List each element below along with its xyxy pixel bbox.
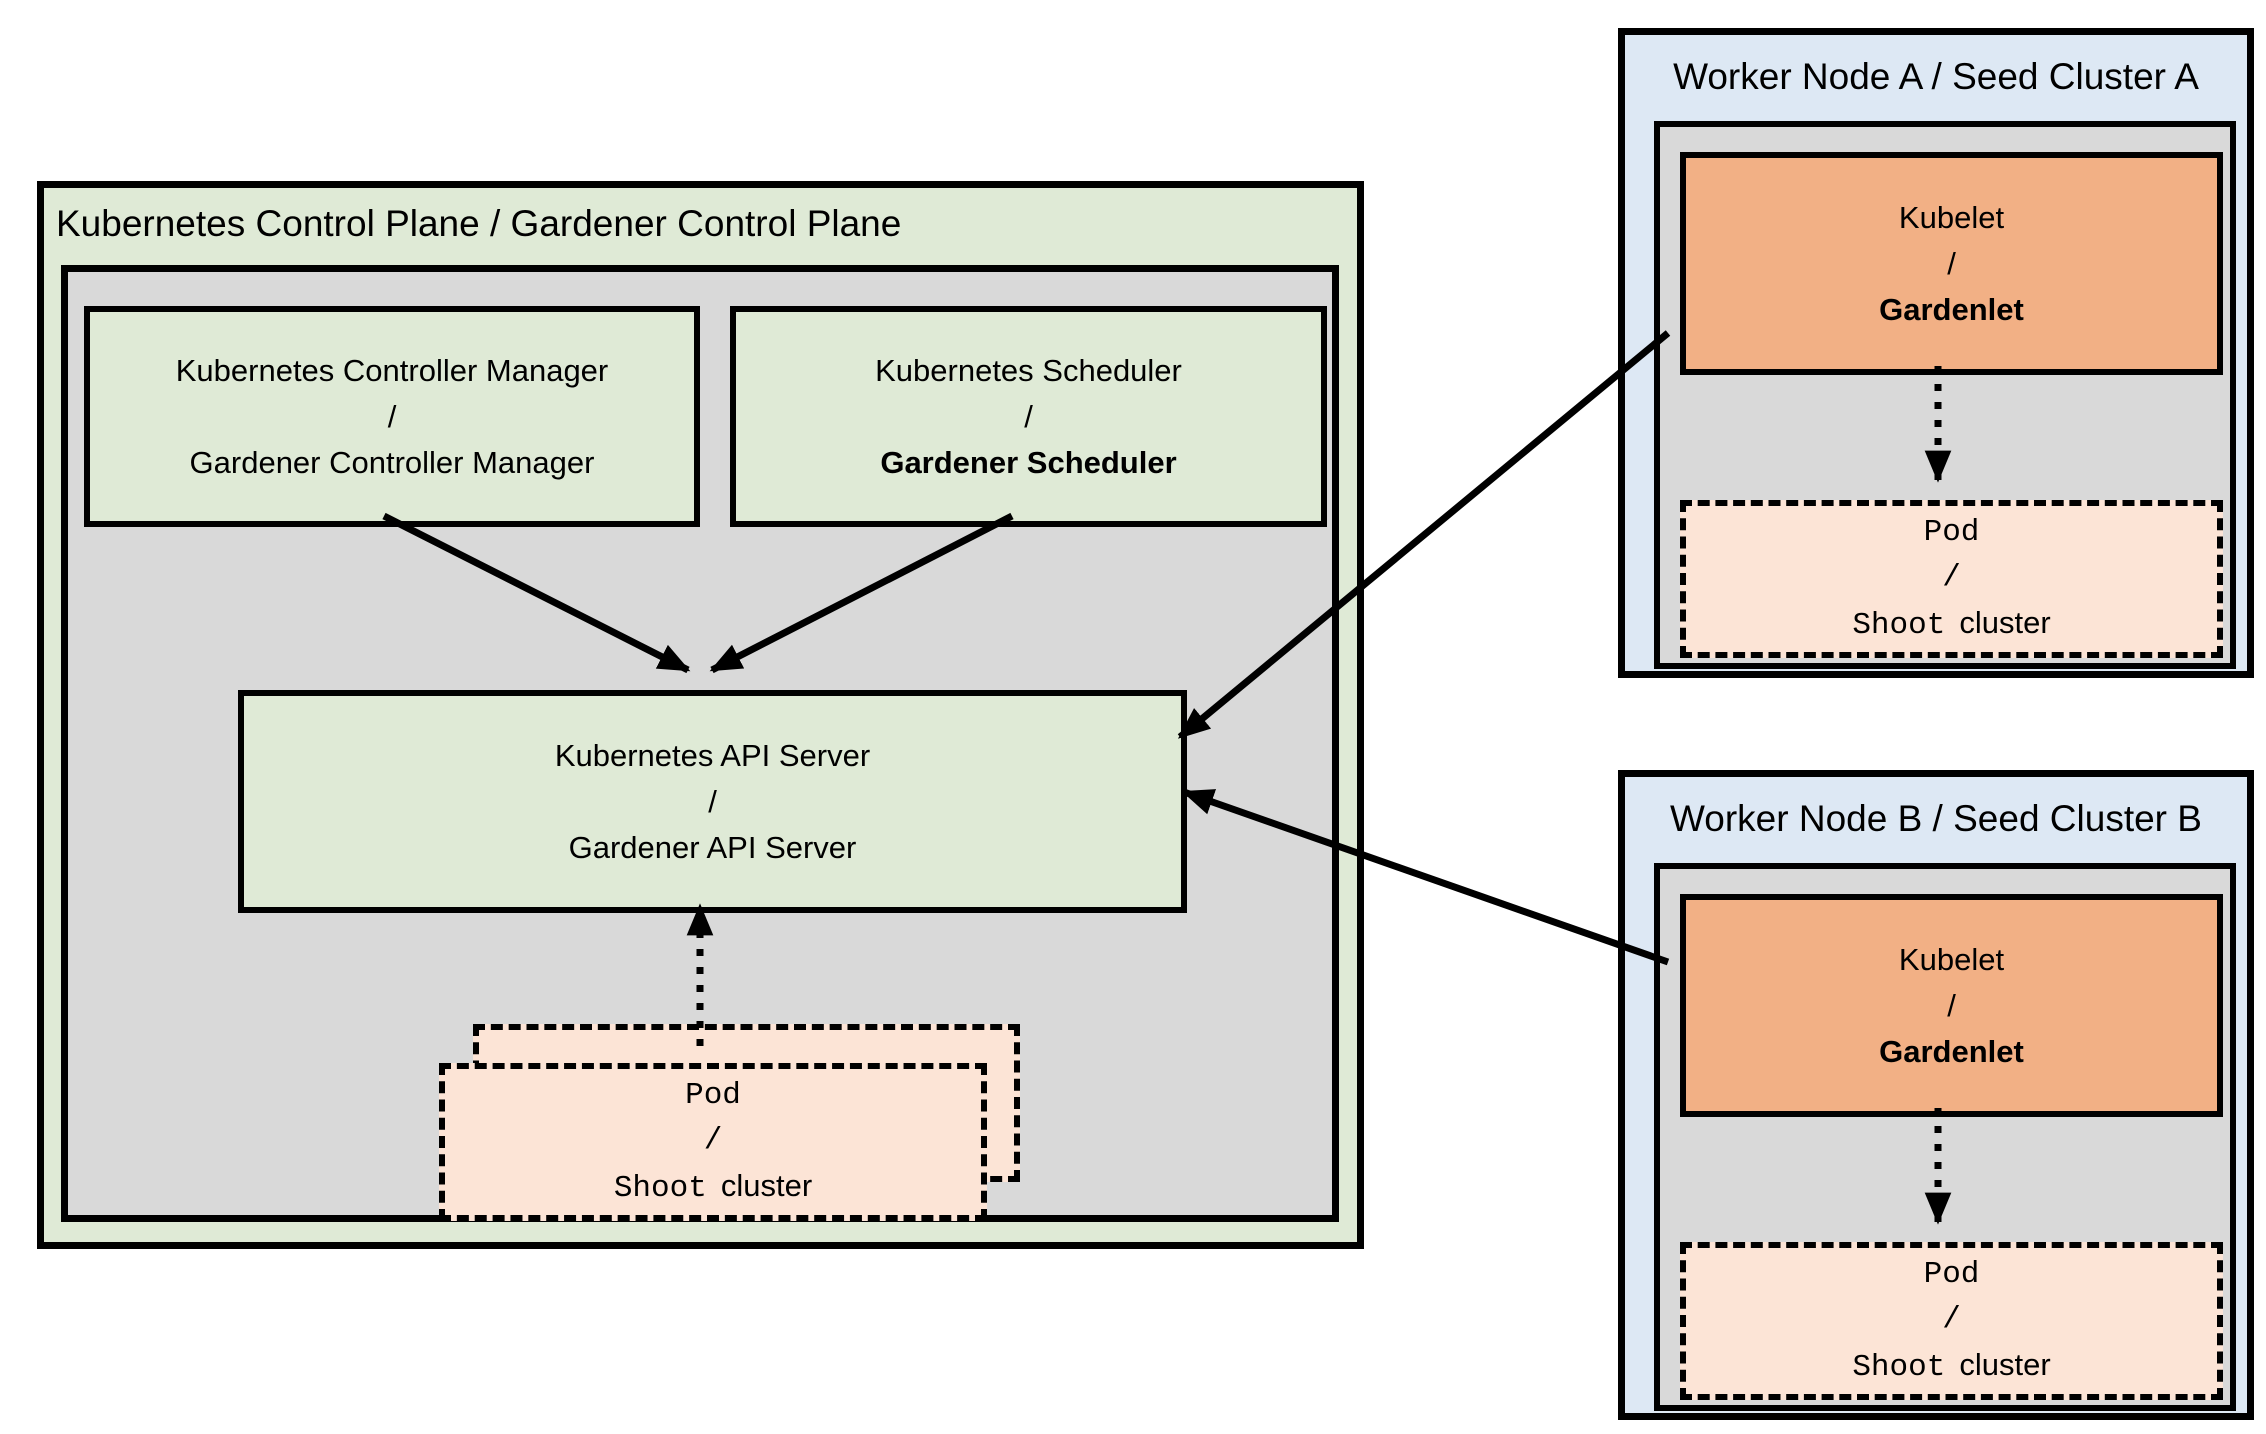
pod-b-label-cluster: cluster (1959, 1347, 2051, 1382)
pod-b-label-slash: / (1942, 1302, 1961, 1337)
pod-label-shoot: Shoot (613, 1171, 707, 1206)
control-plane-inner-panel: Kubernetes Controller Manager / Gardener… (61, 265, 1339, 1222)
pod-a-label-slash: / (1942, 560, 1961, 595)
kubelet-a-label-line1: Kubelet (1898, 199, 2005, 235)
pod-a-label-cluster: cluster (1959, 605, 2051, 640)
controller-manager-box: Kubernetes Controller Manager / Gardener… (84, 306, 700, 527)
controller-manager-label-line3: Gardener Controller Manager (189, 444, 595, 480)
kubelet-a-label-slash: / (1947, 245, 1956, 281)
pod-b-label-line1: Pod (1923, 1257, 1980, 1292)
pod-label-line3: Shoot cluster (614, 1163, 812, 1211)
pod-b-label-line3: Shoot cluster (1852, 1342, 2050, 1390)
kubelet-b-label-line1: Kubelet (1898, 941, 2005, 977)
pod-label-line1: Pod (685, 1078, 741, 1113)
worker-node-a-box: Worker Node A / Seed Cluster A Kubelet /… (1618, 28, 2254, 678)
kubelet-b-label-line3: Gardenlet (1879, 1033, 2024, 1069)
kubelet-b-box: Kubelet / Gardenlet (1680, 894, 2223, 1117)
scheduler-label-slash: / (1024, 398, 1033, 434)
scheduler-label-line3: Gardener Scheduler (880, 444, 1177, 480)
worker-node-a-inner-panel: Kubelet / Gardenlet Pod / Shoot cluster (1654, 121, 2236, 669)
controller-manager-label-slash: / (387, 398, 397, 434)
worker-node-b-title: Worker Node B / Seed Cluster B (1670, 798, 2202, 839)
pod-a-label-line3: Shoot cluster (1852, 600, 2050, 648)
pod-a-label-line1: Pod (1923, 515, 1980, 550)
scheduler-box: Kubernetes Scheduler / Gardener Schedule… (730, 306, 1327, 527)
control-plane-box: Kubernetes Control Plane / Gardener Cont… (37, 181, 1364, 1249)
pod-b-label-shoot: Shoot (1852, 1350, 1946, 1385)
controller-manager-label-line1: Kubernetes Controller Manager (175, 352, 609, 388)
pod-b-box: Pod / Shoot cluster (1680, 1242, 2223, 1400)
api-server-label-slash: / (708, 783, 717, 819)
worker-node-b-box: Worker Node B / Seed Cluster B Kubelet /… (1618, 770, 2254, 1420)
pod-label-slash: / (703, 1123, 723, 1158)
api-server-box: Kubernetes API Server / Gardener API Ser… (238, 690, 1187, 913)
kubelet-b-label-slash: / (1947, 987, 1956, 1023)
pod-shoot-cluster-box: Pod / Shoot cluster (439, 1063, 987, 1221)
kubelet-a-box: Kubelet / Gardenlet (1680, 152, 2223, 375)
scheduler-label-line1: Kubernetes Scheduler (875, 352, 1182, 388)
api-server-label-line3: Gardener API Server (568, 829, 857, 865)
api-server-label-line1: Kubernetes API Server (554, 737, 871, 773)
pod-label-cluster: cluster (720, 1168, 813, 1203)
kubelet-a-label-line3: Gardenlet (1879, 291, 2024, 327)
worker-node-a-title: Worker Node A / Seed Cluster A (1673, 56, 2199, 97)
control-plane-title: Kubernetes Control Plane / Gardener Cont… (56, 203, 902, 244)
pod-a-box: Pod / Shoot cluster (1680, 500, 2223, 658)
worker-node-b-inner-panel: Kubelet / Gardenlet Pod / Shoot cluster (1654, 863, 2236, 1411)
pod-a-label-shoot: Shoot (1852, 608, 1946, 643)
